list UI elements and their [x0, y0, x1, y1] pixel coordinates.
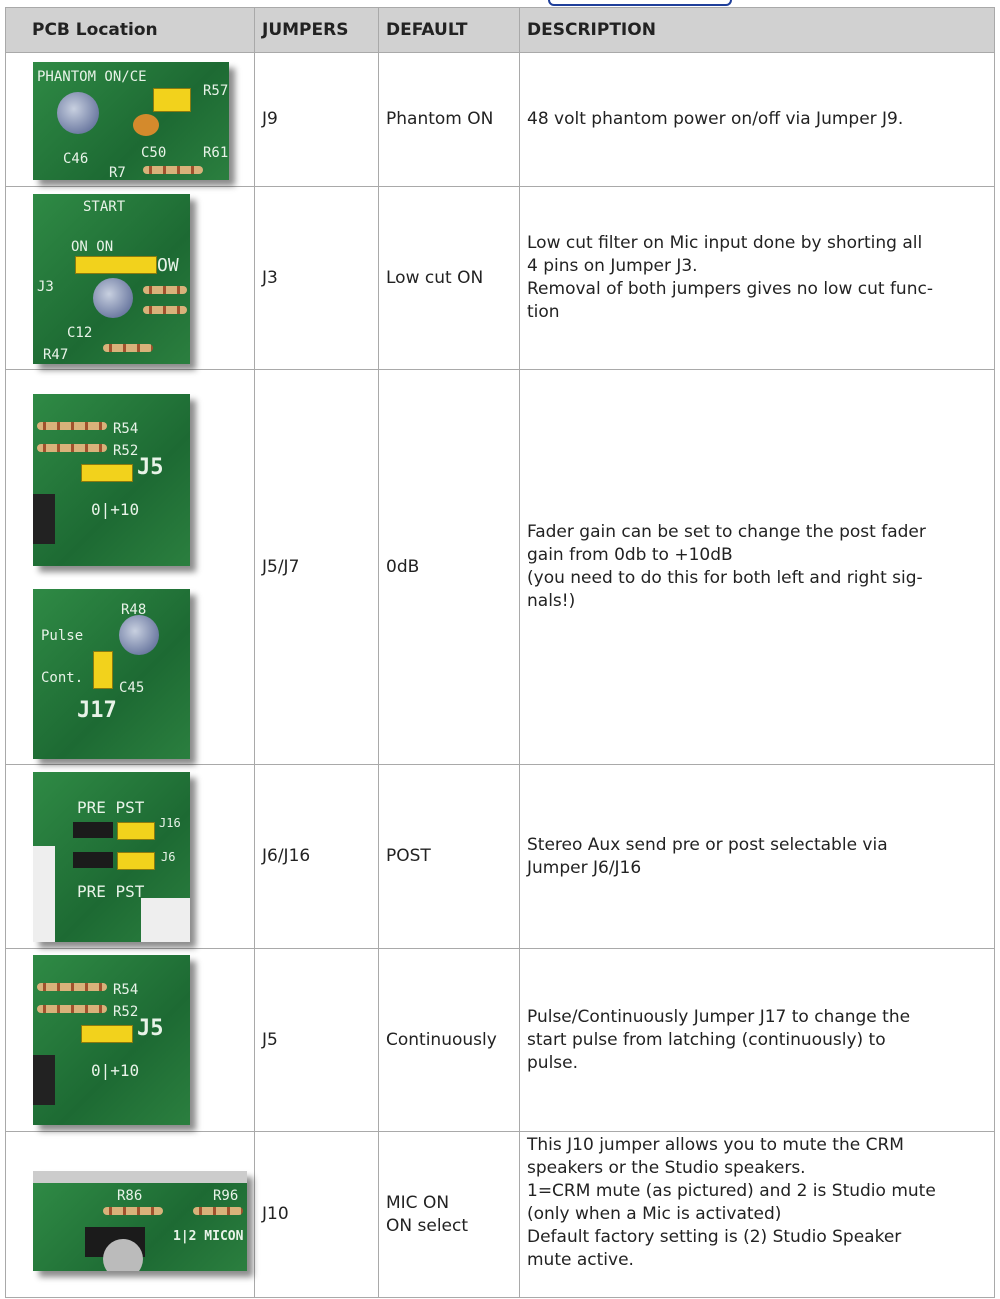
text: R48 — [121, 602, 147, 618]
text: Cont. — [41, 670, 84, 686]
text: (only when a Mic is activated) — [527, 1204, 782, 1224]
pcb-photo-j5: R54 R52 J5 0|+10 — [33, 394, 190, 566]
text: Default factory setting is (2) Studio Sp… — [527, 1227, 902, 1247]
text: 48 volt phantom power on/off via Jumper … — [527, 109, 904, 129]
header-row: PCB Location JUMPERS DEFAULT DESCRIPTION — [5, 7, 995, 53]
text: MIC ON — [386, 1192, 450, 1213]
header-default: DEFAULT — [378, 7, 520, 53]
pcb-photo-cell: START ON ON OW J3 C12 R47 — [5, 186, 255, 370]
text: C12 — [67, 325, 93, 341]
text: Pulse/Continuously Jumper J17 to change … — [527, 1006, 911, 1027]
text: PRE PST — [77, 882, 145, 901]
text: Removal of both jumpers gives no low cut… — [527, 279, 933, 299]
text: START — [83, 199, 126, 215]
text: C50 — [141, 145, 167, 161]
text: R54 — [113, 421, 139, 437]
description-cell: Fader gain can be set to change the post… — [519, 369, 995, 765]
pcb-photo-cell: PHANTOM ON/CE R57 C46 C50 R61 R7 — [5, 52, 255, 187]
text: 4 pins on Jumper J3. — [527, 256, 698, 276]
table-row: PHANTOM ON/CE R57 C46 C50 R61 R7 J9 Phan… — [5, 52, 995, 187]
default-cell: Low cut ON — [378, 186, 520, 370]
text: R47 — [43, 347, 69, 363]
table-row: PRE PST J16 J6 PRE PST J6/J16 POST Stere… — [5, 764, 995, 949]
text: 0|+10 — [91, 500, 140, 519]
text: OW — [157, 255, 179, 276]
pcb-photo-cell: PRE PST J16 J6 PRE PST — [5, 764, 255, 949]
text: R52 — [113, 443, 139, 459]
text: C45 — [119, 680, 145, 696]
pcb-photo-cell: R54 R52 J5 0|+10 — [5, 948, 255, 1132]
description-cell: 48 volt phantom power on/off via Jumper … — [519, 52, 995, 187]
text: R54 — [113, 982, 139, 998]
text: R61 — [203, 145, 229, 161]
heading-fragment — [548, 0, 732, 6]
text: tion — [527, 302, 560, 322]
pcb-photo-j3: START ON ON OW J3 C12 R47 — [33, 194, 190, 364]
text: mute active. — [527, 1250, 634, 1270]
text: Pulse — [41, 628, 84, 644]
default-cell: Phantom ON — [378, 52, 520, 187]
jumper-cell: J10 — [254, 1131, 379, 1298]
text: Stereo Aux send pre or post selectable v… — [527, 834, 888, 855]
pcb-photo-j5: R54 R52 J5 0|+10 — [33, 955, 190, 1125]
jumper-cell: J3 — [254, 186, 379, 370]
text: Low cut filter on Mic input done by shor… — [527, 233, 923, 253]
pcb-photo-j17: Pulse Cont. C45 J17 R48 — [33, 589, 190, 759]
text: R96 — [213, 1188, 239, 1204]
text: J16 — [159, 816, 181, 830]
pcb-photo-j9: PHANTOM ON/CE R57 C46 C50 R61 R7 — [33, 62, 229, 180]
text: R86 — [117, 1188, 143, 1204]
default-cell: POST — [378, 764, 520, 949]
header-pcb-location: PCB Location — [5, 7, 255, 53]
text: 0|+10 — [91, 1061, 140, 1080]
text: nals!) — [527, 591, 576, 611]
text: PRE PST — [77, 798, 145, 817]
text: R7 — [109, 165, 126, 180]
jumper-cell: J5/J7 — [254, 369, 379, 765]
pcb-photo-j6-j16: PRE PST J16 J6 PRE PST — [33, 772, 190, 942]
text: gain from 0db to +10dB — [527, 545, 733, 565]
jumper-cell: J9 — [254, 52, 379, 187]
pcb-photo-j10: R86 R96 1|2 MICON — [33, 1171, 247, 1271]
table-row: R54 R52 J5 0|+10 J5 Continuously Pulse/C… — [5, 948, 995, 1132]
table-row: START ON ON OW J3 C12 R47 J3 Low cut ON … — [5, 186, 995, 370]
text: ON select — [386, 1215, 469, 1236]
jumper-cell: J5 — [254, 948, 379, 1132]
text: 1=CRM mute (as pictured) and 2 is Studio… — [527, 1181, 936, 1201]
text: Jumper J6/J16 — [527, 857, 642, 878]
jumper-table: PCB Location JUMPERS DEFAULT DESCRIPTION… — [5, 7, 995, 1298]
text: (you need to do this for both left and r… — [527, 568, 923, 588]
text: start pulse from latching (continuously)… — [527, 1029, 886, 1050]
pcb-photo-cell: R86 R96 1|2 MICON — [5, 1131, 255, 1298]
table-row: R54 R52 J5 0|+10 Pulse Cont. C45 J17 R48… — [5, 369, 995, 765]
text: speakers or the Studio speakers. — [527, 1158, 806, 1178]
header-jumpers: JUMPERS — [254, 7, 379, 53]
text: J17 — [77, 698, 117, 723]
text: R57 — [203, 83, 229, 99]
description-cell: Pulse/Continuously Jumper J17 to change … — [519, 948, 995, 1132]
text: Fader gain can be set to change the post… — [527, 522, 926, 542]
header-description: DESCRIPTION — [519, 7, 995, 53]
default-cell: 0dB — [378, 369, 520, 765]
text: R52 — [113, 1004, 139, 1020]
text: J5 — [137, 1016, 164, 1041]
text: J6 — [161, 850, 176, 864]
text: ON ON — [71, 239, 114, 255]
text: C46 — [63, 151, 89, 167]
text: This J10 jumper allows you to mute the C… — [527, 1135, 904, 1155]
text: PHANTOM ON/CE — [37, 69, 147, 85]
jumper-cell: J6/J16 — [254, 764, 379, 949]
text: pulse. — [527, 1052, 579, 1073]
text: 1|2 MICON — [173, 1229, 244, 1244]
description-cell: This J10 jumper allows you to mute the C… — [519, 1131, 995, 1298]
text: J5 — [137, 455, 164, 480]
description-cell: Stereo Aux send pre or post selectable v… — [519, 764, 995, 949]
default-cell: Continuously — [378, 948, 520, 1132]
description-cell: Low cut filter on Mic input done by shor… — [519, 186, 995, 370]
pcb-photo-cell: R54 R52 J5 0|+10 Pulse Cont. C45 J17 R48 — [5, 369, 255, 765]
text: J3 — [37, 279, 54, 295]
